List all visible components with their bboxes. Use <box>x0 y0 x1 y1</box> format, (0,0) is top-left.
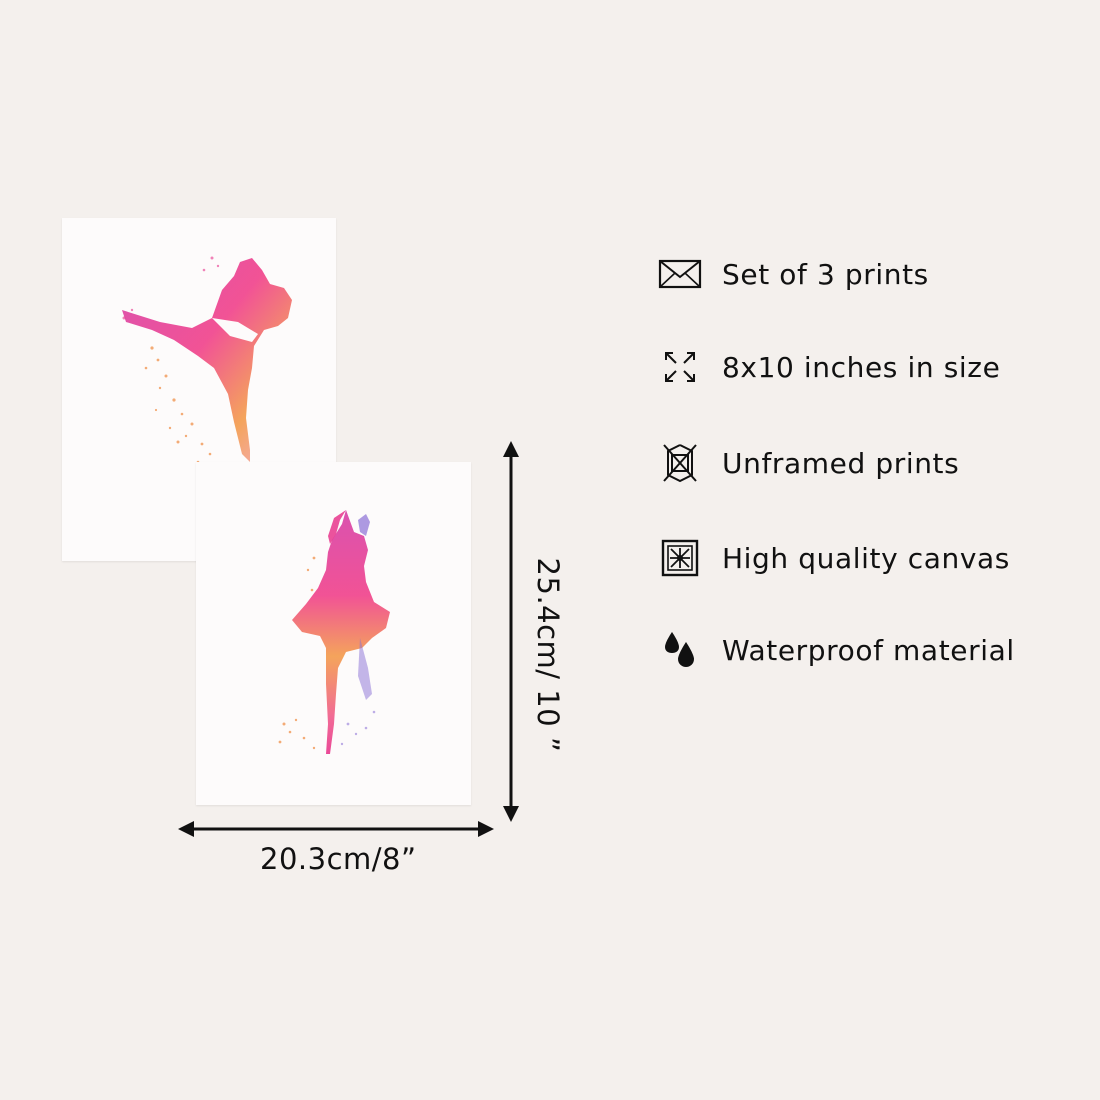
feature-item-set: Set of 3 prints <box>656 250 929 298</box>
feature-item-canvas: High quality canvas <box>656 534 1010 582</box>
width-dimension-label: 20.3cm/8” <box>260 842 417 876</box>
water-drops-icon <box>656 626 704 674</box>
canvas-pattern-icon <box>656 534 704 582</box>
height-dimension-label: 25.4cm/ 10 ” <box>531 557 565 753</box>
dancer-ballerina-illustration <box>278 510 390 754</box>
height-arrow-top-head <box>503 441 519 457</box>
feature-label: Set of 3 prints <box>722 257 929 291</box>
dancer-stretch-illustration <box>122 256 292 464</box>
resize-arrows-icon <box>656 343 704 391</box>
feature-label: Waterproof material <box>722 633 1015 667</box>
feature-item-size: 8x10 inches in size <box>656 343 1000 391</box>
height-arrow-bottom-head <box>503 806 519 822</box>
width-arrow-left-head <box>178 821 194 837</box>
feature-label: Unframed prints <box>722 446 960 480</box>
no-frame-icon <box>656 439 704 487</box>
envelope-icon <box>656 250 704 298</box>
width-arrow-right-head <box>478 821 494 837</box>
feature-item-unframed: Unframed prints <box>656 439 959 487</box>
feature-item-waterproof: Waterproof material <box>656 626 1015 674</box>
feature-label: High quality canvas <box>722 541 1010 575</box>
feature-label: 8x10 inches in size <box>722 350 1001 384</box>
print-dancer-ballerina <box>196 462 471 805</box>
